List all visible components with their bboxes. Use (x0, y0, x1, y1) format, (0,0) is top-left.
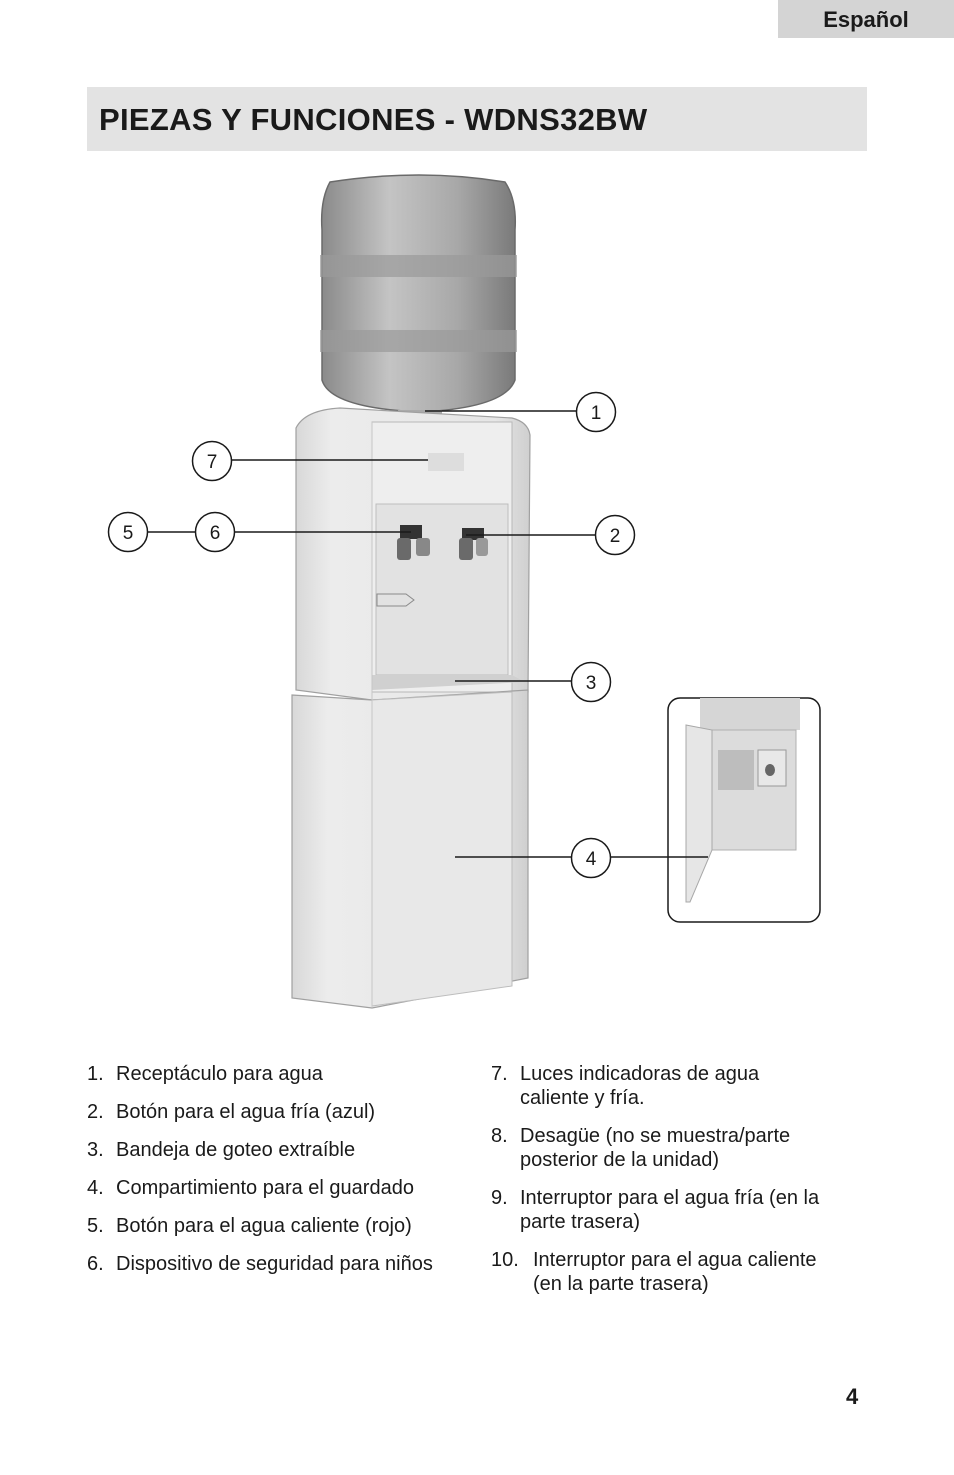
svg-text:5: 5 (123, 523, 134, 544)
svg-text:6: 6 (210, 523, 221, 544)
language-tab: Español (778, 0, 954, 38)
list-item: 5.Botón para el agua caliente (rojo) (87, 1215, 412, 1237)
callout-5: 5 (107, 511, 149, 553)
list-item: 3.Bandeja de goteo extraíble (87, 1139, 356, 1161)
list-item: 6.Dispositivo de seguridad para niños (87, 1253, 433, 1275)
svg-text:2: 2 (610, 526, 621, 547)
leader-lines (147, 410, 708, 858)
callout-2: 2 (594, 514, 636, 556)
callout-6: 6 (194, 511, 236, 553)
product-diagram: 1 7 5 6 2 3 4 (0, 160, 954, 1030)
list-item: 10.Interruptor para el agua caliente(en … (491, 1249, 817, 1295)
parts-list-left: 1.Receptáculo para agua 2.Botón para el … (87, 1062, 477, 1290)
page-number: 4 (846, 1384, 859, 1409)
section-title: PIEZAS Y FUNCIONES - WDNS32BW (87, 87, 867, 151)
callout-3: 3 (570, 661, 612, 703)
water-dispenser-illustration: 1 7 5 6 2 3 4 (107, 174, 821, 1009)
callout-7: 7 (191, 440, 233, 482)
list-item: 2.Botón para el agua fría (azul) (87, 1101, 376, 1123)
dispenser-body (291, 407, 531, 1009)
callout-4: 4 (570, 837, 612, 879)
callout-1: 1 (575, 391, 617, 433)
svg-text:1: 1 (591, 403, 602, 424)
list-item: 1.Receptáculo para agua (87, 1063, 323, 1085)
svg-text:7: 7 (207, 452, 218, 473)
water-bottle (320, 174, 517, 417)
list-item: 4.Compartimiento para el guardado (87, 1177, 414, 1199)
svg-text:4: 4 (586, 849, 597, 870)
svg-text:3: 3 (586, 673, 597, 694)
storage-compartment-inset (667, 697, 821, 923)
